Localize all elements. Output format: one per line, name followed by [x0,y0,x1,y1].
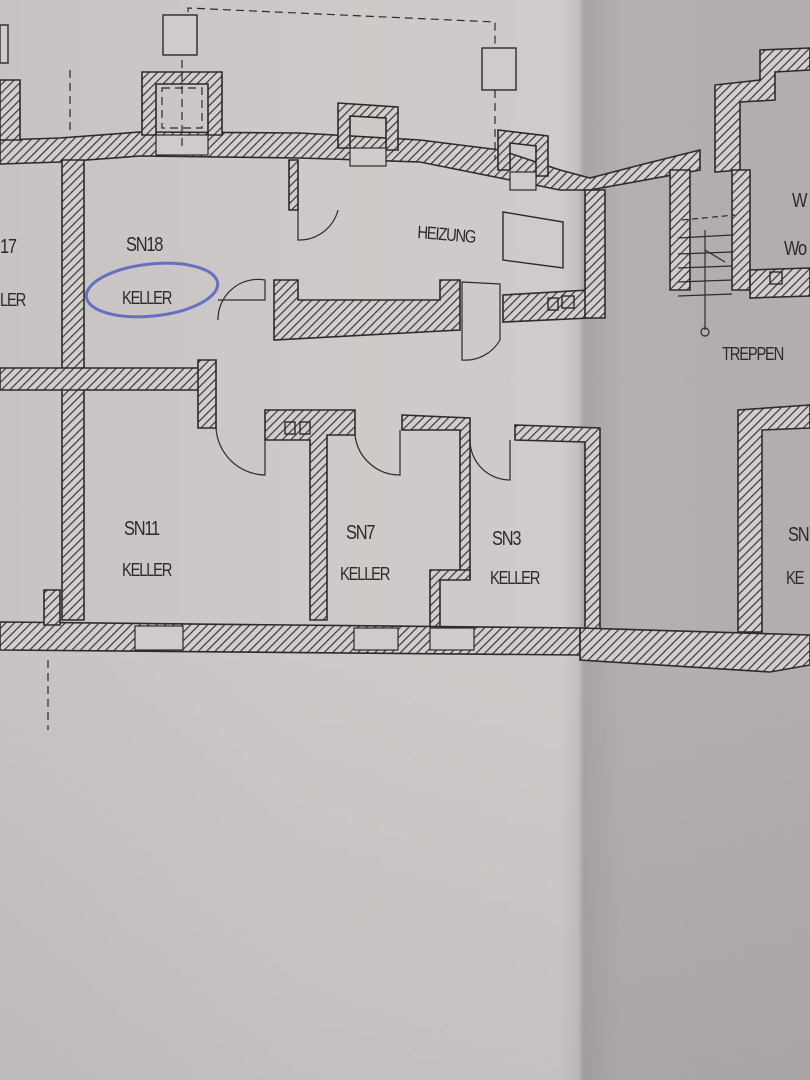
room-w-number: W [792,190,808,212]
external-boxes [0,14,517,91]
room-17-type: LER [0,290,26,310]
room-sn3-number: SN3 [492,528,521,550]
room-sn7-number: SN7 [346,522,375,544]
room-sn18-type: KELLER [122,288,172,308]
pen-circle-annotation [84,261,220,319]
room-sn18-number: SN18 [126,234,163,256]
room-w-type: Wo [784,238,807,260]
doors [215,209,511,481]
room-right-number: SN [788,524,810,546]
room-17-number: 17 [0,236,17,258]
fixtures [284,211,783,435]
dashed-lines [47,7,496,730]
room-sn3-type: KELLER [490,568,540,588]
room-sn11-type: KELLER [122,560,172,580]
room-right-type: KE [786,568,804,588]
room-sn7-type: KELLER [340,564,390,584]
paper-shading [0,640,810,1080]
staircase [677,214,736,337]
room-sn11-number: SN11 [124,518,160,540]
room-treppen-label: TREPPEN [722,344,784,364]
windows [134,134,537,651]
